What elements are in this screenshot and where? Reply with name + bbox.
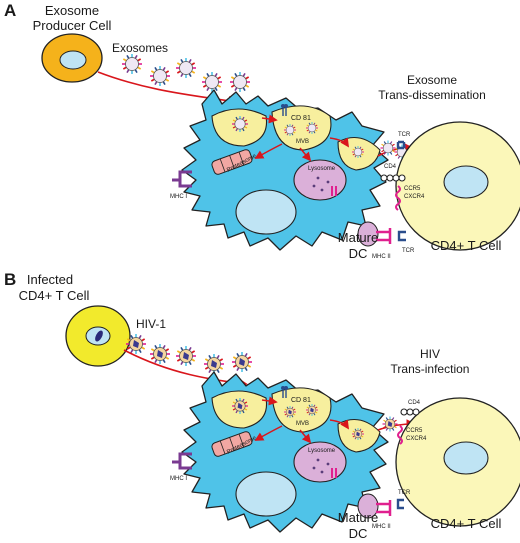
exosome-icon [122,54,142,74]
hiv-virion-icon [232,352,252,372]
exosome-icon [176,58,196,78]
infected-cd4-t-cell [65,305,131,367]
mhc2-label: MHC II [372,254,391,260]
lysosome-label-b: Lysosome [308,448,336,454]
target-cd4-t-cell [395,397,520,527]
cd4-label: CD4 [384,164,397,170]
cd81-marker [281,104,288,116]
tcell-label-b: CD4+ T Cell [431,516,502,531]
producer-label-line1: Exosome [45,3,99,18]
hiv-virions [126,334,252,374]
mvb-to-release-arrow [329,137,349,148]
dc-label-b-line2: DC [349,526,368,541]
endocytic-vacuole [211,108,268,147]
cd81-label-b: CD 81 [291,397,311,404]
cd81-label: CD 81 [291,115,311,122]
hiv-virion-icon [150,344,170,364]
exosomes-label: Exosomes [112,41,168,55]
endocytic-vacuole-b [211,390,268,429]
exosome-producer-cell [41,33,103,83]
ccr5-label-b: CCR5 [406,428,423,434]
panel-letter-b: B [4,270,16,289]
cd4-label-b: CD4 [408,400,421,406]
hiv-virion-icon [176,346,196,366]
process-label-line1: Exosome [407,73,457,87]
panel-letter-a: A [4,1,16,20]
cxcr4-label-b: CXCR4 [406,436,427,442]
hiv-virion-icon [231,397,249,415]
panel-b: B Infected CD4+ T Cell HIV-1 HIV Trans-i… [4,270,520,541]
exosome-icon [380,140,396,156]
process-label-line2: Trans-dissemination [378,88,486,102]
lysosome-label: Lysosome [308,166,336,172]
hiv-process-line2: Trans-infection [391,362,470,376]
dc-nucleus-b [235,471,297,517]
cd4-receptor [380,174,406,182]
hiv1-label: HIV-1 [136,317,166,331]
mhc1-label-b: MHC I [170,476,187,482]
tcr-label-bottom: TCR [402,248,415,254]
mvb-label-b: MVB [296,421,309,427]
hiv-virion-icon [382,416,398,432]
hiv-virion-icon [126,334,146,354]
uptake-arrow [97,71,238,106]
tcr-label-b: TCR [398,490,411,496]
lysosome [293,159,347,201]
producer-label-line2: Producer Cell [33,18,112,33]
mhc1-label: MHC I [170,194,187,200]
exosome-icon [305,121,319,135]
cd4-receptor-b [400,408,420,416]
exosome-icon [351,145,365,159]
tcr-receptor-b [396,498,404,510]
mvb-to-lysosome-arrow-b [299,429,312,444]
mvb-to-proteasome-arrow [254,143,283,159]
mvb-label: MVB [296,139,309,145]
coreceptor-coil-b [397,425,403,445]
mvb-to-lysosome-arrow [299,147,312,162]
mhc2-molecule [357,221,392,247]
dc-label-line2: DC [349,246,368,261]
infected-label-line2: CD4+ T Cell [19,288,90,303]
dc-label-b-line1: Mature [338,510,378,525]
mvb-compartment [271,105,332,151]
exosome-icon [230,72,250,92]
mvb-compartment-b [271,387,332,433]
tcr-receptor-top [396,140,406,150]
ccr5-label: CCR5 [404,186,421,192]
tcr-label-top: TCR [398,132,411,138]
hiv-virion-icon [305,403,319,417]
mvb-to-proteasome-arrow-b [254,425,283,441]
released-virions [382,416,398,432]
panel-a: A Exosome Producer Cell Exosomes Exosome… [4,1,520,261]
vacuole-to-mvb-arrow-b [261,396,278,406]
cd81-marker-b [281,386,288,398]
mhc1-molecule [172,170,192,188]
exosome-vesicles [122,54,250,92]
exosome-icon [150,66,170,86]
vacuole-to-mvb-arrow [261,114,278,124]
tcr-receptor-bottom [397,230,406,242]
exosome-icon [202,72,222,92]
mhc1-molecule-b [172,452,192,470]
dc-nucleus [235,189,297,235]
dc-label-line1: Mature [338,230,378,245]
hiv-virion-icon [283,405,297,419]
hiv-process-line1: HIV [420,347,440,361]
exosome-icon [283,123,297,137]
cd4-t-cell [395,121,520,251]
lysosome-b [293,441,347,483]
proteasome-b [211,431,253,457]
exosome-icon [231,115,249,133]
mhc2-label-b: MHC II [372,524,391,530]
proteasome [211,149,253,175]
tcell-label: CD4+ T Cell [431,238,502,253]
hiv-virion-icon [204,354,224,374]
mvb-to-release-arrow-b [329,419,349,430]
cxcr4-label: CXCR4 [404,194,425,200]
mhc2-molecule-b [357,493,392,519]
coreceptor-coil [395,185,401,211]
hiv-virion-icon [351,427,365,441]
infected-label-line1: Infected [27,272,73,287]
